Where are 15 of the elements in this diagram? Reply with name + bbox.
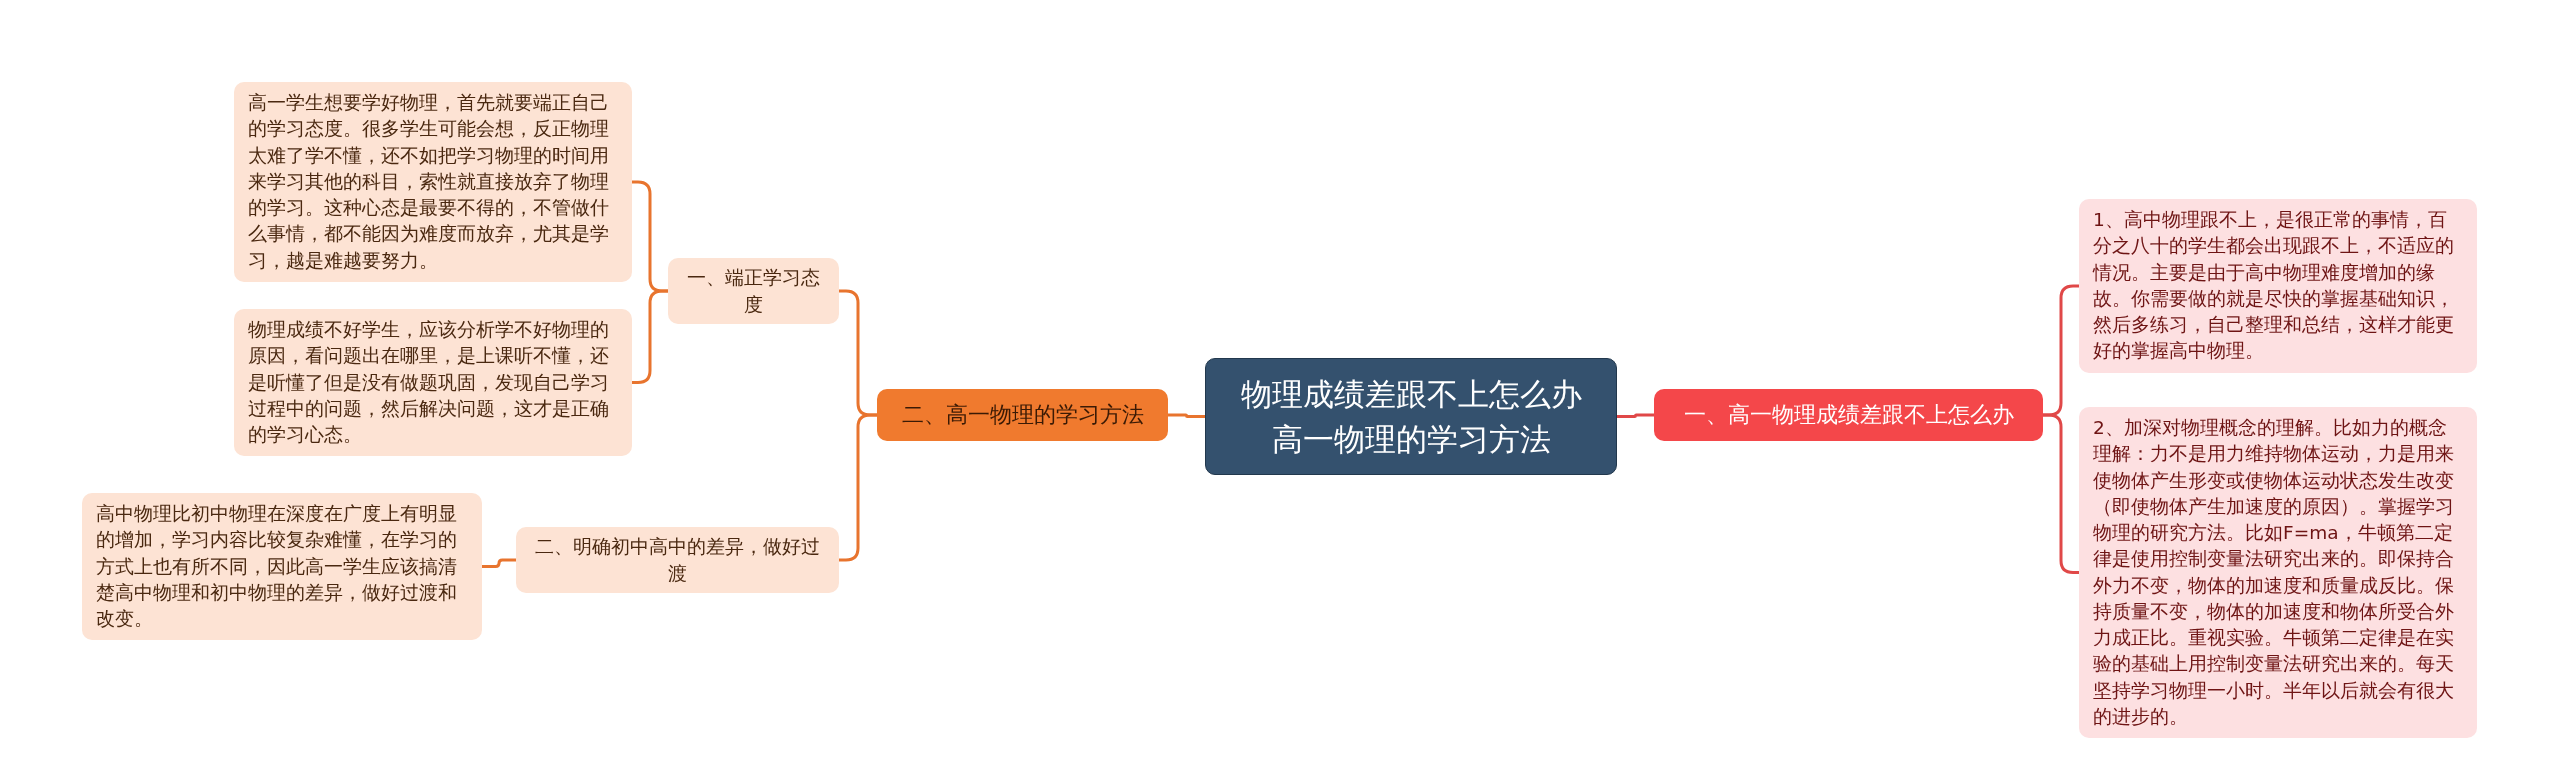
branch-box: 一、高一物理成绩差跟不上怎么办	[1654, 389, 2043, 441]
connector-line	[1617, 413, 1654, 418]
central-topic-box: 物理成绩差跟不上怎么办高一物理的学习方法	[1205, 358, 1617, 475]
note-box: 高一学生想要学好物理，首先就要端正自己的学习态度。很多学生可能会想，反正物理太难了学不懂，还不如把学习物理的时间用来学习其他的科目，索性就直接放弃了物理的学习。这种心态是最要不得的，不管做什么事情，都不能因为难度而放弃，尤其是学习，越是难越要努力。	[234, 82, 632, 282]
note-box: 高中物理比初中物理在深度在广度上有明显的增加，学习内容比较复杂难懂，在学习的方式上也有所不同，因此高一学生应该搞清楚高中物理和初中物理的差异，做好过渡和改变。	[82, 493, 482, 641]
note-box: 1、高中物理跟不上，是很正常的事情，百分之八十的学生都会出现跟不上，不适应的情况。主要是由于高中物理难度增加的缘故。你需要做的就是尽快的掌握基础知识，然后多练习，自己整理和总结，这样才能更好的掌握高中物理。	[2079, 199, 2477, 373]
subtopic-box: 二、明确初中高中的差异，做好过渡	[516, 527, 839, 593]
subtopic-box: 一、端正学习态度	[668, 258, 839, 324]
branch-box: 二、高一物理的学习方法	[877, 389, 1168, 441]
note-box: 2、加深对物理概念的理解。比如力的概念理解：力不是用力维持物体运动，力是用来使物体产生形变或使物体运动状态发生改变（即使物体产生加速度的原因）。掌握学习物理的研究方法。比如F=ma，牛顿第二定律是使用控制变量法研究出来的。即保持合外力不变，物体的加速度和质量成反比。保持质量不变，物体的加速度和物体所受合外力成正比。重视实验。牛顿第二定律是在实验的基础上用控制变量法研究出来的。每天坚持学习物理一小时。半年以后就会有很大的进步的。	[2079, 407, 2477, 739]
connector-line	[1168, 413, 1205, 418]
connector-line	[839, 413, 877, 562]
connector-line	[482, 558, 516, 568]
connector-line	[632, 289, 668, 384]
note-box: 物理成绩不好学生，应该分析学不好物理的原因，看问题出在哪里，是上课听不懂，还是听懂了但是没有做题巩固，发现自己学习过程中的问题，然后解决问题，这才是正确的学习心态。	[234, 309, 632, 457]
